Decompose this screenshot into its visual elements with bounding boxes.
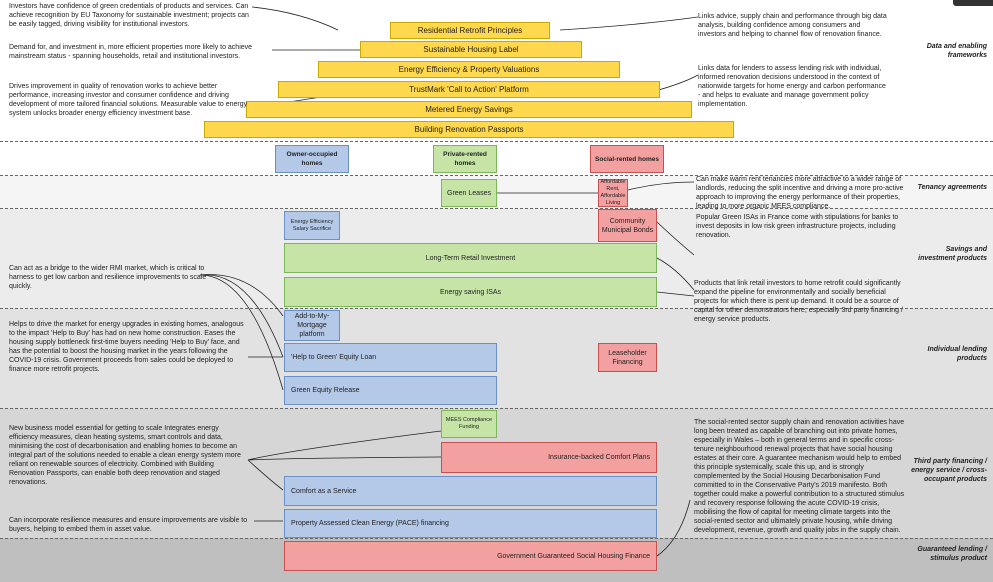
divider <box>0 208 993 209</box>
framework-note-investors: Investors have confidence of green crede… <box>9 3 249 28</box>
gov-guaranteed-finance-box: Government Guaranteed Social Housing Fin… <box>284 541 657 571</box>
framework-note-demand: Demand for, and investment in, more effi… <box>9 44 253 60</box>
tenancy-note: Can make warm rent tenancies more attrac… <box>696 176 904 210</box>
affordable-rent-box: Affordable Rent, Affordable Living <box>598 179 628 207</box>
divider <box>0 141 993 142</box>
divider <box>0 175 993 176</box>
green-equity-release-box: Green Equity Release <box>284 376 497 405</box>
divider <box>0 408 993 409</box>
comfort-as-service-box: Comfort as a Service <box>284 476 657 506</box>
framework-note-quality: Drives improvement in quality of renovat… <box>9 83 248 117</box>
framework-bar-metered-energy-savings: Metered Energy Savings <box>246 101 692 118</box>
corner-tab <box>953 0 993 6</box>
framework-bar-valuations: Energy Efficiency & Property Valuations <box>318 61 620 78</box>
pace-financing-box: Property Assessed Clean Energy (PACE) fi… <box>284 509 657 538</box>
framework-bar-residential-retrofit-principles: Residential Retrofit Principles <box>390 22 550 39</box>
retail-investor-note: Products that link retail investors to h… <box>694 280 903 323</box>
framework-note-lenders: Links data for lenders to assess lending… <box>698 65 886 108</box>
tenure-header-private-rented: Private-rented homes <box>433 145 497 173</box>
leaseholder-financing-box: Leaseholder Financing <box>598 343 657 372</box>
tenure-header-social-rented: Social-rented homes <box>590 145 664 173</box>
pace-note: Can incorporate resilience measures and … <box>9 517 248 533</box>
category-label-third-party: Third party financing / energy service /… <box>911 458 987 483</box>
category-label-data-frameworks: Data and enabling frameworks <box>926 43 987 59</box>
framework-note-advice: Links advice, supply chain and performan… <box>698 13 887 38</box>
tenure-header-owner-occupied: Owner-occupied homes <box>275 145 349 173</box>
insurance-comfort-box: Insurance-backed Comfort Plans <box>441 442 657 473</box>
community-bonds-box: Community Municipal Bonds <box>598 209 657 242</box>
divider <box>0 308 993 309</box>
framework-bar-building-renovation-passports: Building Renovation Passports <box>204 121 734 138</box>
green-leases-box: Green Leases <box>441 179 497 207</box>
energy-isas-box: Energy saving ISAs <box>284 277 657 307</box>
green-isa-note: Popular Green ISAs in France come with s… <box>696 214 899 239</box>
mees-compliance-box: MEES Compliance Funding <box>441 410 497 438</box>
salary-sacrifice-box: Energy Efficiency Salary Sacrifice <box>284 211 340 240</box>
category-label-tenancy: Tenancy agreements <box>917 184 987 191</box>
category-label-guaranteed: Guaranteed lending / stimulus product <box>917 546 987 562</box>
long-term-retail-box: Long-Term Retail Investment <box>284 243 657 273</box>
divider <box>0 538 993 539</box>
social-housing-note: The social-rented sector supply chain an… <box>694 419 905 534</box>
category-label-savings: Savings and investment products <box>918 246 987 262</box>
caas-note: New business model essential for getting… <box>9 425 241 486</box>
framework-bar-trustmark: TrustMark 'Call to Action' Platform <box>278 81 660 98</box>
category-label-lending: Individual lending products <box>927 346 988 362</box>
rmi-bridge-note: Can act as a bridge to the wider RMI mar… <box>9 265 207 290</box>
add-to-mortgage-box: Add-to-My-Mortgage platform <box>284 310 340 341</box>
help-to-green-box: 'Help to Green' Equity Loan <box>284 343 497 372</box>
framework-bar-sustainable-housing-label: Sustainable Housing Label <box>360 41 582 58</box>
help-to-buy-note: Helps to drive the market for energy upg… <box>9 321 244 373</box>
